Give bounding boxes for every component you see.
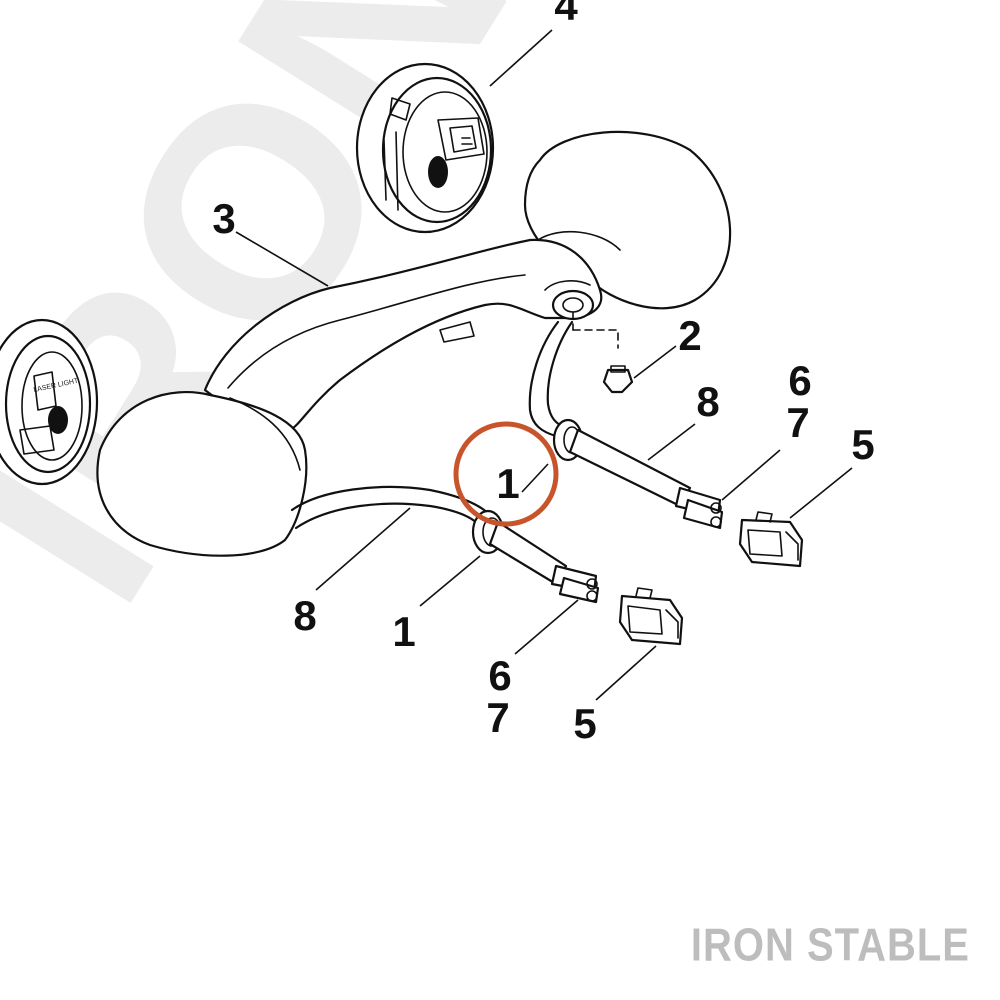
- callout-1-left: 1: [392, 608, 415, 655]
- callout-5-left: 5: [573, 700, 596, 747]
- connector-right: [738, 511, 804, 568]
- callout-5-right: 5: [851, 421, 874, 468]
- callout-1-highlight: 1: [496, 460, 519, 507]
- harness-right: [528, 320, 724, 530]
- connector-left: [618, 587, 684, 646]
- watermark-text: IRON STABLE: [0, 0, 1000, 654]
- callout-7-left: 7: [486, 694, 509, 741]
- watermark: IRON STABLE: [0, 0, 1000, 654]
- callout-8-left: 8: [293, 592, 316, 639]
- callout-3: 3: [212, 195, 235, 242]
- screw-part-2: [572, 311, 634, 394]
- lamp-left: LASER LIGHT: [0, 318, 99, 486]
- callout-8-right: 8: [696, 378, 719, 425]
- callout-6-right: 6: [788, 357, 811, 404]
- brand-label: IRON STABLE: [690, 920, 970, 971]
- leader-lines: [235, 29, 853, 701]
- callout-7-right: 7: [786, 399, 809, 446]
- callouts: 4 3 2 8 6 7 5 1 8 1 6 7 5: [212, 0, 874, 747]
- lamp-top: [355, 62, 495, 234]
- callout-4: 4: [554, 0, 578, 29]
- callout-6-left: 6: [488, 652, 511, 699]
- mount-bar: [96, 130, 732, 557]
- callout-2: 2: [678, 312, 701, 359]
- harness-left: [290, 485, 600, 604]
- highlight-ring: [453, 421, 559, 527]
